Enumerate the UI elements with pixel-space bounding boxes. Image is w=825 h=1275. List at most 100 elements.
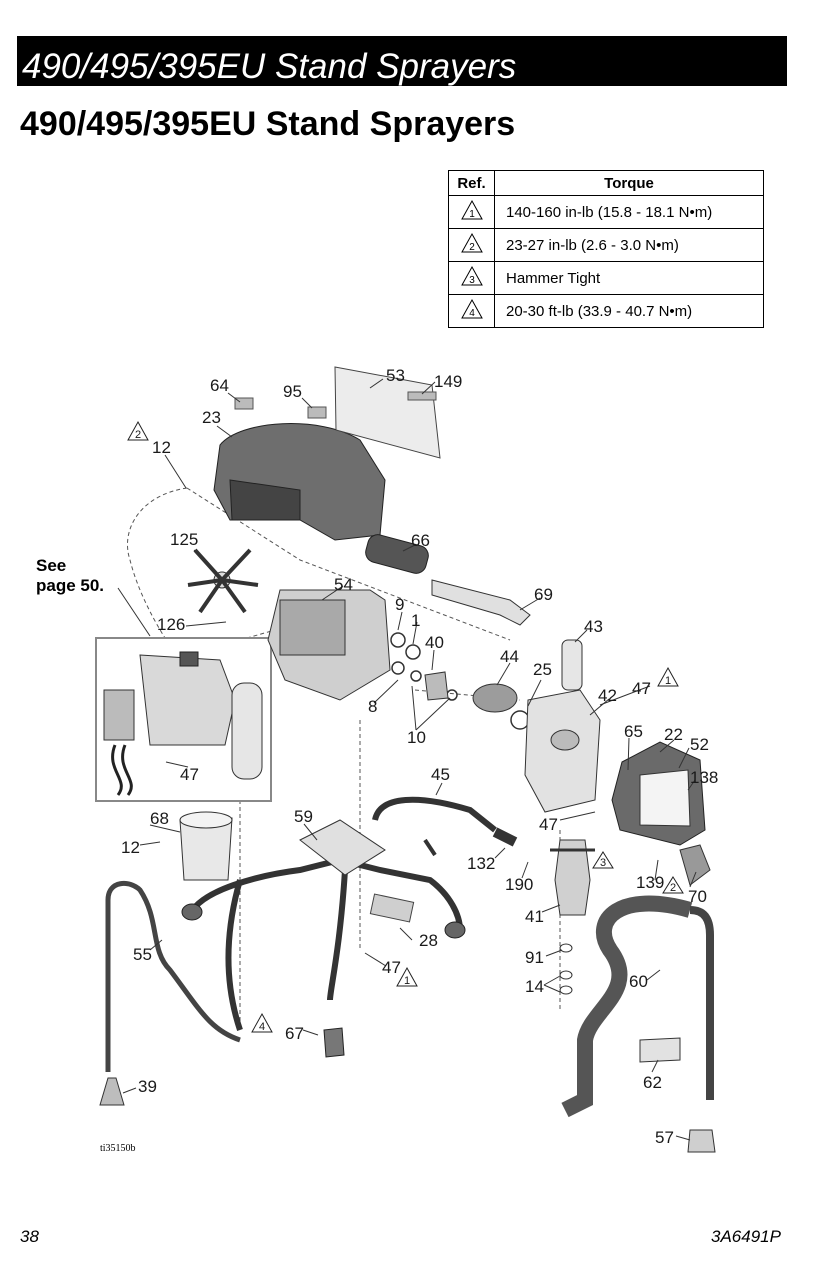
foot-67 xyxy=(323,1027,345,1058)
torque-marker-numbers: 2 1 3 2 1 4 xyxy=(135,429,676,1033)
figure-id: ti35150b xyxy=(100,1143,136,1154)
document-number: 3A6491P xyxy=(711,1227,781,1246)
torque-ref-number: 2 xyxy=(469,242,475,253)
callout-95: 95 xyxy=(283,382,302,401)
torque-marker-1: 1 xyxy=(665,675,671,687)
callout-132: 132 xyxy=(467,854,495,873)
callout-69: 69 xyxy=(534,585,553,604)
callout-67: 67 xyxy=(285,1024,304,1043)
ref-column-header: Ref. xyxy=(448,170,495,196)
callout-55: 55 xyxy=(133,945,152,964)
inset-control-box xyxy=(95,637,272,802)
oring-14b xyxy=(559,985,573,995)
see-note-line-1: See xyxy=(36,556,67,575)
torque-table: Ref. Torque 1 140-160 in-lb (15.8 - 18.1… xyxy=(448,170,764,328)
callout-45: 45 xyxy=(431,765,450,784)
torque-marker-3: 3 xyxy=(600,857,606,869)
torque-triangle-icon: 1 xyxy=(460,199,483,220)
callout-62: 62 xyxy=(643,1073,662,1092)
callout-47: 47 xyxy=(632,679,651,698)
callout-149: 149 xyxy=(434,372,462,391)
callout-41: 41 xyxy=(525,907,544,926)
torque-marker-2: 2 xyxy=(670,882,676,894)
callout-8: 8 xyxy=(368,697,377,716)
torque-value: 140-160 in-lb (15.8 - 18.1 N•m) xyxy=(494,195,764,229)
fan-125 xyxy=(187,548,259,614)
housing-42 xyxy=(524,689,601,813)
callout-22: 22 xyxy=(664,725,683,744)
part-70 xyxy=(679,844,711,886)
callout-28: 28 xyxy=(419,931,438,950)
table-row: 4 20-30 ft-lb (33.9 - 40.7 N•m) xyxy=(448,294,764,328)
suction-tube-55 xyxy=(105,880,241,1043)
return-hose-60 xyxy=(561,895,693,1118)
pump-41 xyxy=(550,839,595,916)
banner-title: 490/495/395EU Stand Sprayers xyxy=(22,47,517,86)
torque-table-header: Ref. Torque xyxy=(448,170,764,196)
label-64 xyxy=(234,397,254,410)
callout-14: 14 xyxy=(525,977,544,996)
callout-126: 126 xyxy=(157,615,185,634)
callout-139: 139 xyxy=(636,873,664,892)
gear-44 xyxy=(472,683,518,713)
callout-40: 40 xyxy=(425,633,444,652)
callout-59: 59 xyxy=(294,807,313,826)
callout-1: 1 xyxy=(411,611,420,630)
header-banner: 490/495/395EU Stand Sprayers xyxy=(17,36,787,86)
callout-10: 10 xyxy=(407,728,426,747)
strainer-39 xyxy=(99,1077,125,1106)
callout-labels: 64 95 53 149 23 12 66 125 54 69 9 1 43 1… xyxy=(121,366,718,1147)
label-95 xyxy=(307,406,327,419)
hose-45 xyxy=(372,796,497,833)
callout-9: 9 xyxy=(395,595,404,614)
callout-66: 66 xyxy=(411,531,430,550)
see-page-note: See page 50. xyxy=(36,556,104,596)
torque-triangle-icon: 3 xyxy=(460,265,483,286)
seal-91 xyxy=(559,943,573,953)
callout-53: 53 xyxy=(386,366,405,385)
page-number: 38 xyxy=(20,1227,39,1246)
callout-64: 64 xyxy=(210,376,229,395)
label-149 xyxy=(407,391,437,401)
torque-ref-number: 1 xyxy=(469,209,475,220)
see-note-line-2: page 50. xyxy=(36,576,105,595)
torque-marker-1: 1 xyxy=(404,975,410,987)
torque-markers xyxy=(127,420,684,1033)
torque-triangle-icon: 2 xyxy=(460,232,483,253)
callout-47: 47 xyxy=(382,958,401,977)
part-40 xyxy=(424,671,449,701)
torque-triangle-icon: 4 xyxy=(460,298,483,319)
callout-43: 43 xyxy=(584,617,603,636)
callout-54: 54 xyxy=(334,575,353,594)
label-plate-53 xyxy=(334,366,441,459)
motor-54 xyxy=(267,589,391,701)
torque-marker-2: 2 xyxy=(135,429,141,441)
table-row: 1 140-160 in-lb (15.8 - 18.1 N•m) xyxy=(448,195,764,229)
callout-138: 138 xyxy=(690,768,718,787)
callout-190: 190 xyxy=(505,875,533,894)
callout-25: 25 xyxy=(533,660,552,679)
callout-12: 12 xyxy=(152,438,171,457)
callout-12: 12 xyxy=(121,838,140,857)
handle-66 xyxy=(365,534,429,574)
label-28 xyxy=(369,893,415,923)
callout-65: 65 xyxy=(624,722,643,741)
callout-42: 42 xyxy=(598,686,617,705)
stand-frame-59 xyxy=(187,856,463,1031)
callout-39: 39 xyxy=(138,1077,157,1096)
fitting-57 xyxy=(687,1129,716,1153)
callout-47: 47 xyxy=(539,815,558,834)
oring-14a xyxy=(559,970,573,980)
callout-91: 91 xyxy=(525,948,544,967)
bucket-68 xyxy=(179,811,233,881)
callout-47: 47 xyxy=(180,765,199,784)
torque-column-header: Torque xyxy=(494,170,764,196)
callout-23: 23 xyxy=(202,408,221,427)
table-row: 3 Hammer Tight xyxy=(448,261,764,295)
shroud-cover xyxy=(213,423,386,541)
callout-70: 70 xyxy=(688,887,707,906)
callout-57: 57 xyxy=(655,1128,674,1147)
torque-ref-number: 4 xyxy=(469,308,475,319)
torque-marker-4: 4 xyxy=(259,1021,265,1033)
